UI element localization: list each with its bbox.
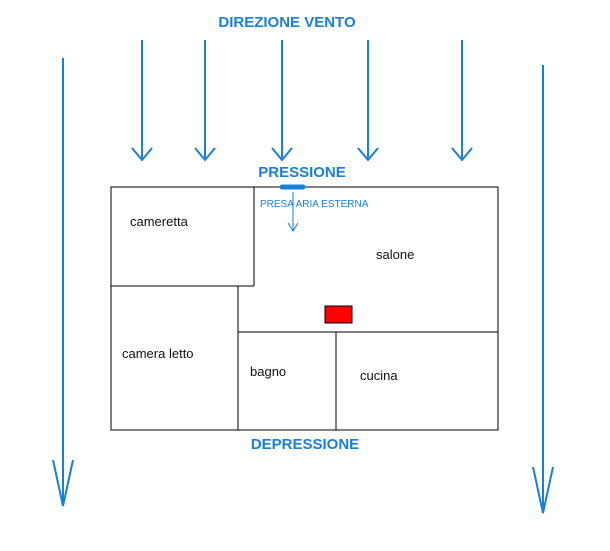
air-intake-icon: [279, 184, 306, 232]
red-heater-box: [324, 305, 353, 324]
room-label-salone: salone: [376, 247, 414, 262]
wind-direction-title: DIREZIONE VENTO: [218, 14, 356, 31]
left-side-wind-arrow: [52, 58, 74, 507]
room-label-bagno: bagno: [250, 364, 286, 379]
room-label-cucina: cucina: [360, 368, 398, 383]
room-label-camera-letto: camera letto: [122, 346, 194, 361]
depression-label: DEPRESSIONE: [251, 436, 359, 453]
arrow-down-icon: [194, 40, 216, 162]
arrow-down-icon: [357, 40, 379, 162]
arrow-down-icon: [131, 40, 153, 162]
right-side-wind-arrow: [532, 65, 554, 514]
arrow-down-icon: [271, 40, 293, 162]
room-label-cameretta: cameretta: [130, 214, 189, 229]
pressure-label: PRESSIONE: [258, 164, 346, 181]
external-air-intake-label: PRESA ARIA ESTERNA: [260, 199, 369, 210]
top-wind-arrows: [131, 40, 473, 162]
arrow-down-icon: [451, 40, 473, 162]
